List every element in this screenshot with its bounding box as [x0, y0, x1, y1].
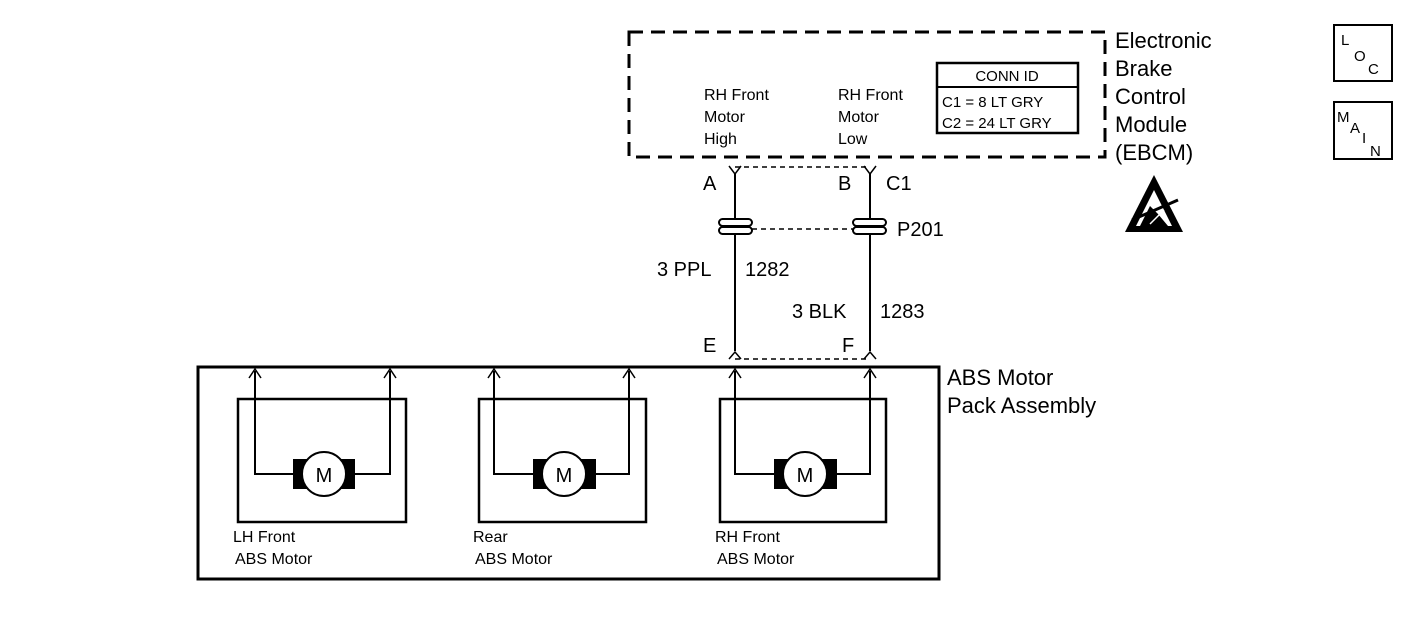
conn-id-header: CONN ID — [975, 68, 1039, 85]
motor-rear: M Rear ABS Motor — [473, 367, 648, 568]
connector-c1-label: C1 — [886, 173, 912, 195]
motor-housing — [236, 397, 408, 524]
terminal-f-connector — [863, 350, 877, 360]
motor-lh-front: M LH Front ABS Motor — [233, 367, 408, 568]
arrow-icon — [487, 367, 501, 379]
motor-housing — [718, 397, 888, 524]
conn-id-table: CONN ID C1 = 8 LT GRY C2 = 24 LT GRY — [935, 61, 1080, 135]
wire-1283-circuit: 1283 — [880, 301, 925, 323]
motor-symbol: M — [797, 465, 814, 487]
arrow-icon — [383, 367, 397, 379]
terminal-a-label: A — [703, 173, 717, 195]
wire-1283-color: 3 BLK — [792, 301, 847, 323]
motor-lead — [596, 371, 630, 475]
conn-id-row: C2 = 24 LT GRY — [942, 115, 1052, 132]
arrow-icon — [728, 367, 742, 379]
motor-lead — [493, 371, 533, 475]
motor-pack-border — [196, 365, 941, 581]
main-letter: N — [1370, 143, 1381, 160]
conn-id-row: C1 = 8 LT GRY — [942, 94, 1043, 111]
arrow-icon — [248, 367, 262, 379]
motor-label: Rear ABS Motor — [473, 529, 553, 568]
terminal-f-label: F — [842, 335, 854, 357]
ebcm-pin-low-label: RH Front Motor Low — [838, 87, 907, 148]
terminal-e-label: E — [703, 335, 716, 357]
motor-lead — [734, 371, 774, 475]
arrow-icon — [863, 367, 877, 379]
motor-icon — [782, 451, 828, 497]
ebcm-pin-high-label: RH Front Motor High — [704, 87, 773, 148]
loc-letter: O — [1354, 48, 1366, 65]
wire-1282-circuit: 1282 — [745, 259, 790, 281]
abs-motor-pack: M LH Front ABS Motor M Rear ABS Motor — [196, 365, 941, 581]
motor-symbol: M — [556, 465, 573, 487]
motor-icon — [541, 451, 587, 497]
motor-housing — [477, 397, 648, 524]
loc-letter: L — [1341, 32, 1349, 49]
wire-1282-color: 3 PPL — [657, 259, 711, 281]
loc-button[interactable]: L O C — [1333, 24, 1393, 82]
motor-rh-front: M RH Front ABS Motor — [715, 367, 888, 568]
loc-letter: C — [1368, 61, 1379, 78]
main-letter: M — [1337, 109, 1350, 126]
terminal-b-label: B — [838, 173, 851, 195]
arrow-icon — [622, 367, 636, 379]
motor-symbol: M — [316, 465, 333, 487]
main-letter: A — [1350, 120, 1360, 137]
terminal-e-connector — [728, 350, 742, 360]
conn-id-border — [935, 61, 1080, 135]
main-letter: I — [1362, 130, 1366, 147]
motor-icon — [301, 451, 347, 497]
main-button[interactable]: M A I N — [1333, 101, 1393, 160]
ebcm-module: RH Front Motor High RH Front Motor Low C… — [627, 30, 1107, 159]
motor-pack-title: ABS Motor Pack Assembly — [947, 365, 1096, 418]
motor-lead — [254, 371, 293, 475]
splice-p201 — [718, 218, 887, 235]
ebcm-title: Electronic Brake Control Module (EBCM) — [1115, 28, 1218, 165]
ebcm-dashed-border — [627, 30, 1107, 159]
motor-label: RH Front ABS Motor — [715, 529, 795, 568]
esd-warning-icon — [1125, 175, 1183, 232]
splice-p201-label: P201 — [897, 219, 944, 241]
motor-lead — [837, 371, 871, 475]
motor-label: LH Front ABS Motor — [233, 529, 313, 568]
wire-harness: A B C1 P201 3 PPL 1282 3 BLK 1283 E F — [657, 165, 944, 360]
motor-lead — [355, 371, 391, 475]
